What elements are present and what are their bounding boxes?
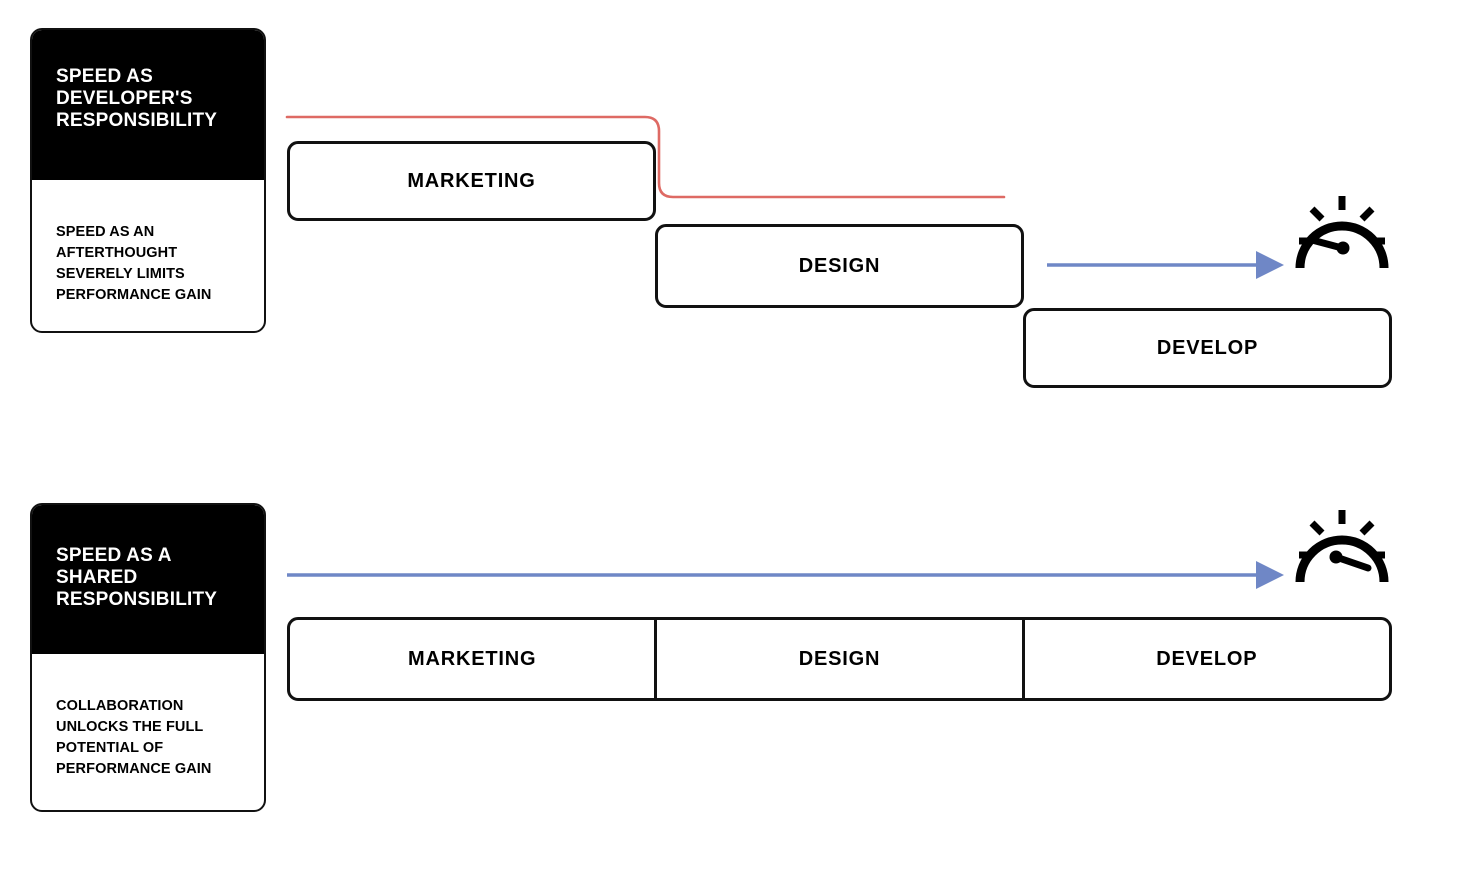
card-header-row-one: SPEED AS DEVELOPER'S RESPONSIBILITY xyxy=(32,30,264,180)
stage-label-develop: DEVELOP xyxy=(1156,647,1258,670)
gauge-tick-upper-left xyxy=(1309,520,1325,536)
card-body-text: SPEED AS AN AFTERTHOUGHT SEVERELY LIMITS… xyxy=(56,224,212,304)
stage-box-design-row-one[interactable]: DESIGN xyxy=(655,224,1024,308)
card-header-row-two: SPEED AS A SHARED RESPONSIBILITY xyxy=(32,505,264,654)
card-body-row-two: COLLABORATION UNLOCKS THE FULL POTENTIAL… xyxy=(32,654,264,810)
stage-segment-design-row-two[interactable]: DESIGN xyxy=(654,620,1021,698)
stage-segment-marketing-row-two[interactable]: MARKETING xyxy=(290,620,654,698)
blue-arrow-head xyxy=(1256,251,1284,279)
gauge-tick-upper-right xyxy=(1359,206,1375,222)
gauge-hub xyxy=(1336,241,1350,255)
blue-arrow-row-two xyxy=(287,561,1284,589)
card-heading-text: SPEED AS A SHARED RESPONSIBILITY xyxy=(56,545,218,611)
card-speed-as-a-shared-responsibility: SPEED AS A SHARED RESPONSIBILITY COLLABO… xyxy=(30,503,266,812)
gauge-tick-upper-right xyxy=(1359,520,1375,536)
card-body-row-one: SPEED AS AN AFTERTHOUGHT SEVERELY LIMITS… xyxy=(32,180,264,331)
blue-arrow-head xyxy=(1256,561,1284,589)
card-body-text: COLLABORATION UNLOCKS THE FULL POTENTIAL… xyxy=(56,698,212,778)
stage-label-marketing: MARKETING xyxy=(407,169,536,192)
stage-label-develop: DEVELOP xyxy=(1156,336,1259,359)
gauge-tick-upper-left xyxy=(1309,206,1325,222)
card-speed-as-developers-responsibility: SPEED AS DEVELOPER'S RESPONSIBILITY SPEE… xyxy=(30,28,266,333)
gauge-hub xyxy=(1329,550,1343,564)
stage-label-design: DESIGN xyxy=(798,254,881,277)
gauge-arc xyxy=(1295,221,1389,269)
stage-box-develop-row-one[interactable]: DEVELOP xyxy=(1023,308,1392,388)
stage-label-marketing: MARKETING xyxy=(408,647,537,670)
blue-arrow-row-one xyxy=(1047,251,1284,279)
stage-segment-develop-row-two[interactable]: DEVELOP xyxy=(1021,620,1389,698)
stage-label-design: DESIGN xyxy=(798,647,881,670)
stage-box-marketing-row-one[interactable]: MARKETING xyxy=(287,141,656,221)
merged-stage-bar-row-two: MARKETING DESIGN DEVELOP xyxy=(287,617,1392,701)
gauge-arc xyxy=(1295,535,1389,583)
card-heading-text: SPEED AS DEVELOPER'S RESPONSIBILITY xyxy=(56,66,218,132)
speedometer-icon-high xyxy=(1295,510,1389,583)
speedometer-icon-low xyxy=(1295,196,1389,269)
